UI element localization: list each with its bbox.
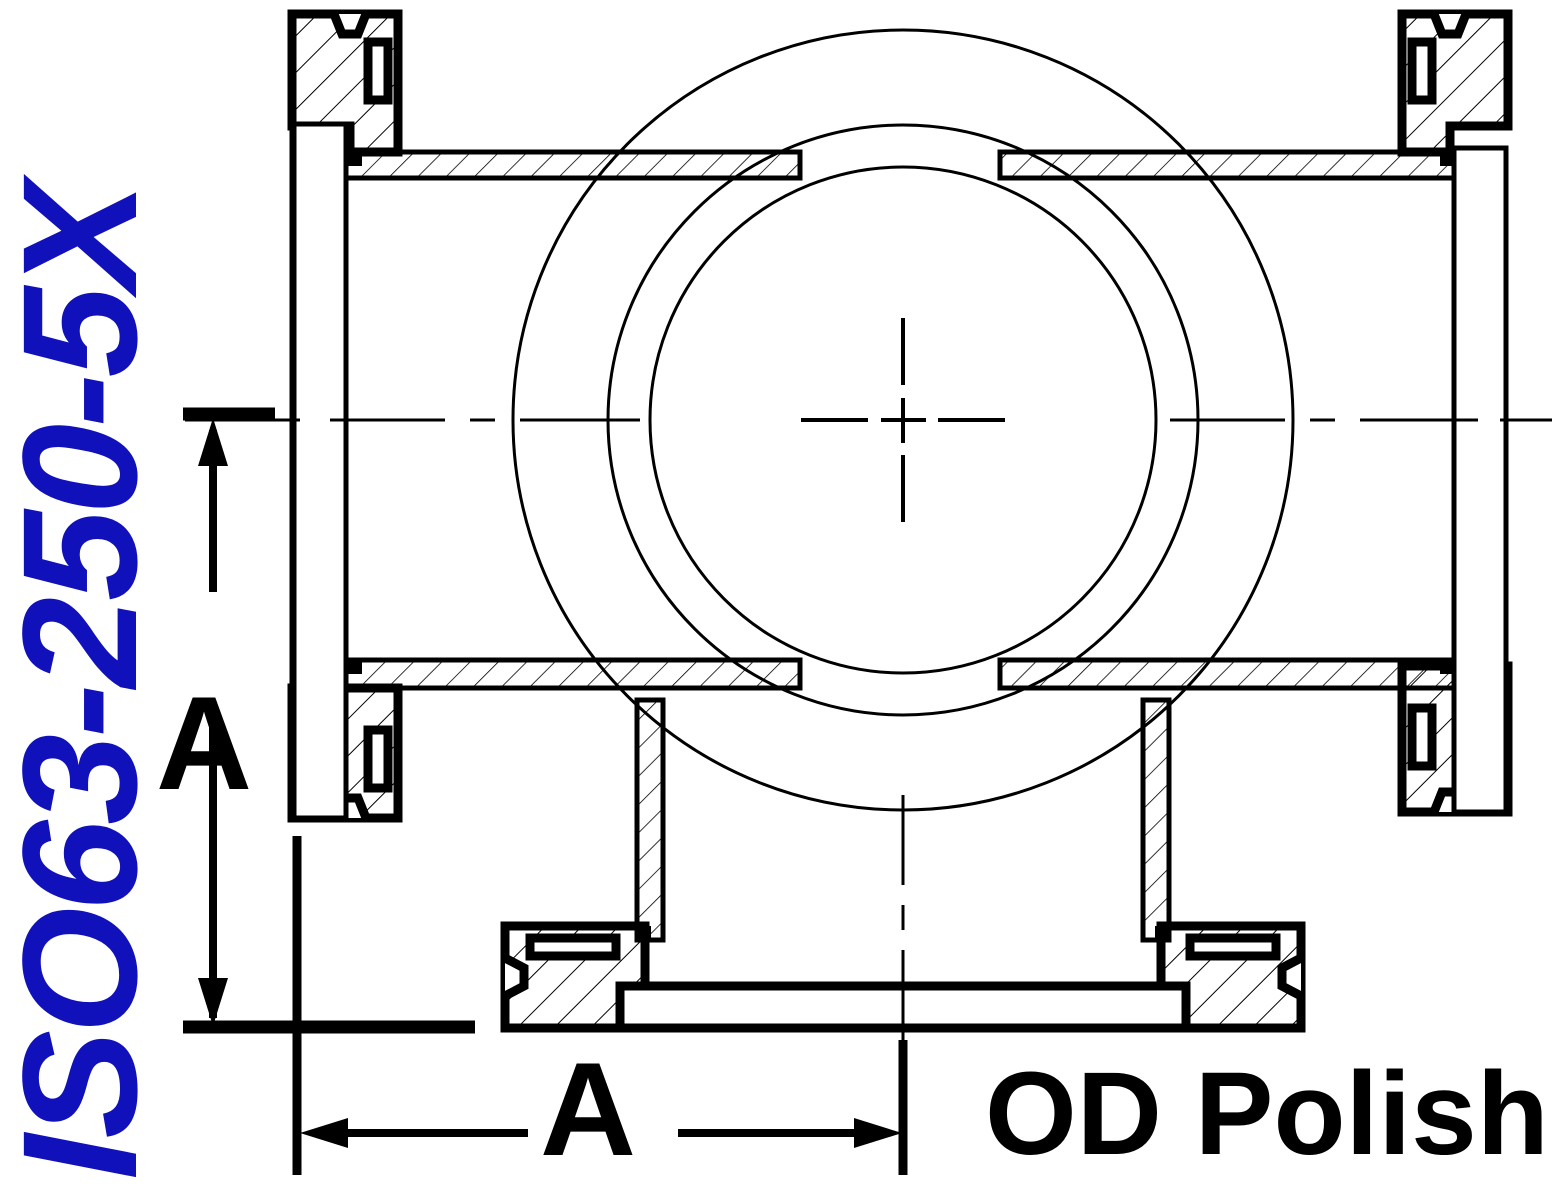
od-polish-note: OD Polish xyxy=(985,1048,1549,1180)
dimension-label-vertical: A xyxy=(156,670,253,818)
dimension-vertical-A xyxy=(183,407,475,1036)
part-number-label: ISO63-250-5X xyxy=(0,186,171,1180)
inner-bore-circle xyxy=(648,165,1158,675)
dimension-label-horizontal: A xyxy=(540,1036,637,1184)
dimension-horizontal-A xyxy=(292,1036,908,1175)
center-crosshair-icon xyxy=(801,318,1005,522)
right-tube-body xyxy=(997,145,1509,815)
flange-top-right xyxy=(1397,9,1513,157)
left-tube-body xyxy=(289,121,803,821)
